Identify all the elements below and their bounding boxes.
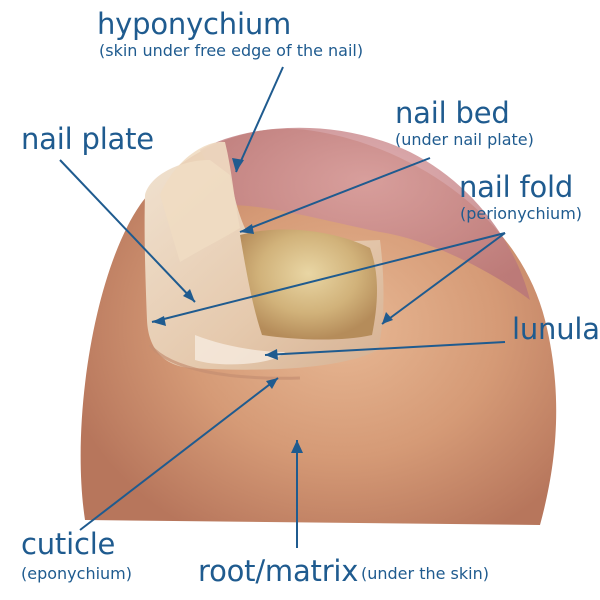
arrowhead-nail-fold-right — [382, 312, 393, 324]
pointer-hyponychium — [235, 66, 284, 173]
label-cuticle-title: cuticle — [21, 527, 116, 561]
toe-tip-skin — [200, 127, 530, 300]
label-nail-bed-sub: (under nail plate) — [395, 130, 534, 149]
pointer-cuticle — [79, 377, 279, 531]
label-hyponychium-title: hyponychium — [97, 7, 292, 41]
arrowhead-nail-fold-left — [152, 316, 166, 326]
label-nail-plate-title: nail plate — [21, 122, 154, 156]
label-nail-fold-sub: (perionychium) — [460, 204, 583, 223]
arrowhead-hyponychium — [232, 158, 244, 172]
annotation-arrowheads — [152, 158, 393, 453]
pointer-nail-fold-left — [151, 232, 506, 323]
arrowhead-nail-bed — [240, 224, 254, 234]
label-hyponychium-sub: (skin under free edge of the nail) — [99, 41, 364, 60]
label-root-matrix-sub: (under the skin) — [361, 564, 489, 583]
arrowhead-cuticle — [266, 378, 278, 389]
label-cuticle-sub: (eponychium) — [21, 564, 132, 583]
annotation-lines — [59, 66, 506, 548]
label-nail-bed-title: nail bed — [395, 96, 510, 130]
label-lunula-title: lunula — [512, 312, 600, 346]
arrowhead-nail-plate — [183, 289, 195, 302]
nail-free-edge — [160, 141, 240, 262]
pointer-nail-bed — [239, 157, 431, 233]
fungal-area — [240, 229, 377, 340]
label-nail-fold-title: nail fold — [459, 170, 574, 204]
arrowhead-root-matrix — [291, 440, 303, 453]
label-root-matrix-title: root/matrix — [198, 554, 359, 588]
arrowhead-lunula — [265, 349, 278, 360]
pointer-nail-plate — [59, 159, 196, 303]
lunula-shape — [195, 335, 285, 365]
pointer-lunula — [264, 341, 506, 356]
pointer-nail-fold-right — [381, 232, 506, 325]
